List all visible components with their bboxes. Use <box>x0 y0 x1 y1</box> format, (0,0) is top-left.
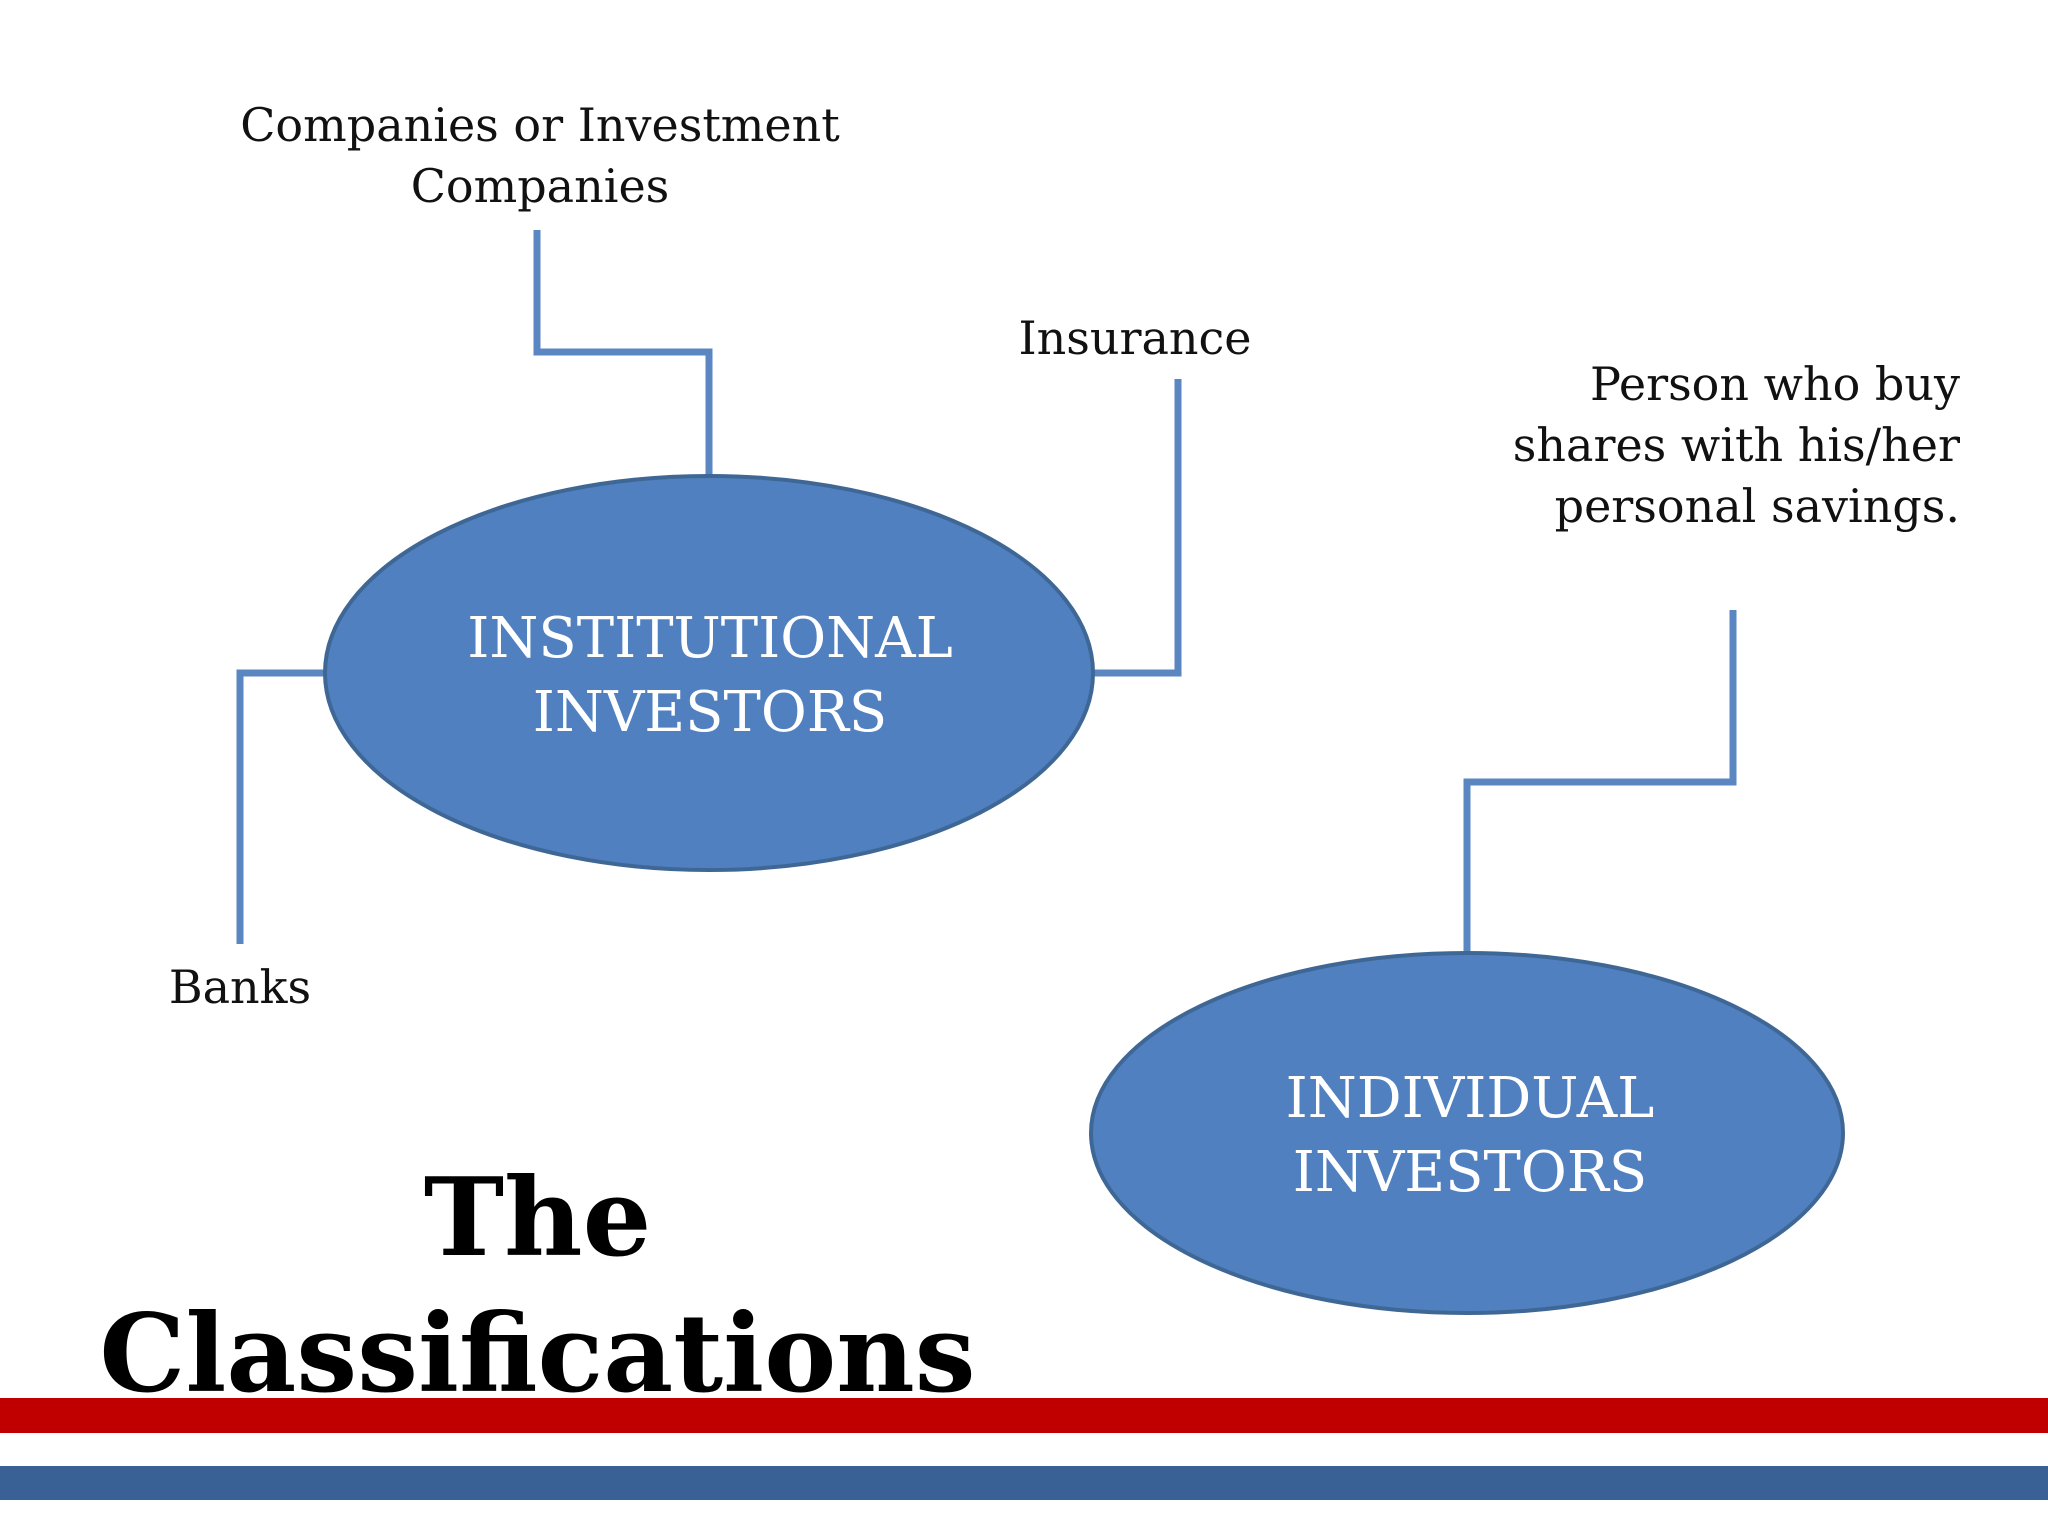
branch-label-insurance: Insurance <box>1018 311 1252 365</box>
connector-companies <box>533 230 713 478</box>
page-title: The Classifications <box>99 1155 976 1417</box>
node-label-individual: INDIVIDUAL INVESTORS <box>1285 1066 1655 1205</box>
branch-label-banks: Banks <box>168 960 312 1014</box>
branch-label-companies: Companies or Investment Companies <box>240 98 840 213</box>
footer-stripe-blue <box>0 1466 2048 1500</box>
node-institutional-investors <box>323 474 1095 872</box>
connector-insurance <box>1091 379 1182 677</box>
node-label-institutional: INSTITUTIONAL INVESTORS <box>467 606 953 745</box>
node-individual-investors <box>1089 951 1845 1315</box>
branch-label-person: Person who buy shares with his/her perso… <box>1512 357 1960 533</box>
connector-person <box>1463 610 1737 956</box>
footer-stripe-red <box>0 1398 2048 1433</box>
connector-banks <box>236 669 325 944</box>
